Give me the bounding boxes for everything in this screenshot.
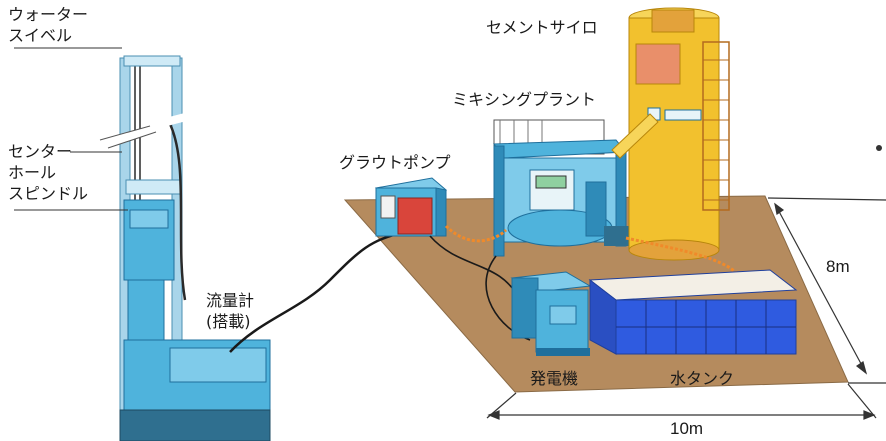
label-flow-meter-line2: (搭載): [206, 312, 251, 331]
label-center-hole-spindle-line1: センター: [8, 142, 73, 161]
orange-hose-pump: [444, 224, 508, 243]
label-mixing-plant: ミキシングプラント: [452, 90, 597, 109]
label-water-tank: 水タンク: [670, 369, 735, 388]
label-center-hole-spindle: センター ホール スピンドル: [8, 141, 88, 204]
label-water-swivel-line1: ウォーター: [8, 5, 89, 24]
label-leaders: [14, 47, 128, 211]
label-width-dimension: 10m: [670, 419, 704, 438]
drilling-rig: [99, 55, 271, 441]
label-cement-silo: セメントサイロ: [486, 18, 598, 37]
label-flow-meter-line1: 流量計: [206, 291, 255, 310]
water-tank: [588, 269, 798, 355]
grout-pump: [374, 177, 448, 237]
label-water-swivel-line2: スイベル: [8, 26, 73, 45]
label-flow-meter: 流量計 (搭載): [206, 290, 254, 332]
label-depth-dimension: 8m: [826, 257, 850, 276]
label-generator: 発電機: [530, 369, 579, 388]
label-water-swivel: ウォーター スイベル: [8, 4, 88, 46]
label-grout-pump: グラウトポンプ: [339, 153, 451, 172]
cement-silo: [611, 7, 730, 261]
edge-dot: [876, 145, 882, 151]
generator: [510, 271, 592, 356]
mixing-plant: [493, 119, 630, 257]
label-center-hole-spindle-line2: ホール: [8, 163, 57, 182]
label-center-hole-spindle-line3: スピンドル: [8, 184, 89, 203]
depth-dimension-line: [767, 197, 886, 384]
width-dimension-line: [486, 383, 877, 420]
grout-hose-main: [229, 230, 406, 353]
